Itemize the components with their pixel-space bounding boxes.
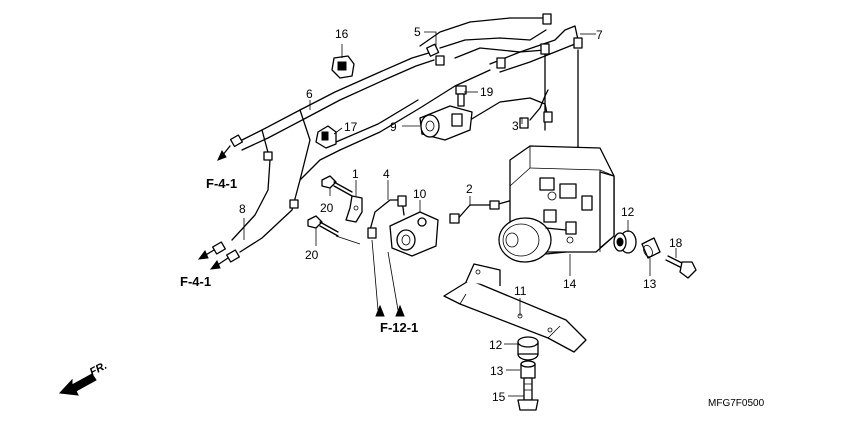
fitting-1: [229, 134, 243, 148]
brake-pipe-8b: [239, 109, 311, 253]
reference-f-4-1-lower: F-4-1: [180, 274, 211, 289]
three-way-joint-10: [389, 211, 439, 257]
collar-13-right: [641, 237, 661, 259]
callout-13-lower: 13: [490, 364, 504, 378]
fitting-16: [263, 151, 273, 161]
brake-pipe-mid: [339, 69, 491, 151]
fitting-7: [496, 57, 506, 69]
callout-11: 11: [514, 284, 527, 298]
three-way-joint-9: [419, 105, 473, 141]
callout-18: 18: [669, 236, 683, 250]
brake-pipe-mid-b: [335, 99, 419, 143]
front-arrow-icon: [58, 373, 97, 396]
callout-1: 1: [352, 167, 359, 181]
fitting-4: [542, 13, 552, 25]
bolt-19: [455, 85, 467, 107]
fitting-3: [435, 55, 445, 66]
fitting-12: [367, 227, 377, 239]
bolt-20-lower: [307, 215, 339, 237]
reference-labels: F-4-1 F-4-1 F-12-1: [180, 176, 418, 335]
front-direction-arrow: FR.: [58, 360, 109, 396]
callout-3: 3: [512, 119, 519, 133]
fitting-8: [519, 117, 529, 129]
bolt-15: [517, 377, 539, 411]
callout-9: 9: [390, 120, 397, 134]
fitting-9: [543, 111, 553, 123]
reference-arrows: [197, 145, 405, 317]
brake-pipe-7b: [499, 43, 576, 73]
callout-2: 2: [466, 182, 473, 196]
callout-4: 4: [383, 167, 390, 181]
pipe-fittings: [212, 13, 583, 263]
callout-12-right: 12: [621, 205, 635, 219]
grommet-12-lower: [517, 336, 539, 361]
callout-15: 15: [492, 390, 506, 404]
bolt-20-upper: [321, 175, 353, 197]
callout-8: 8: [239, 202, 246, 216]
diagram-code: MFG7F0500: [708, 398, 765, 409]
brake-pipe-3b: [529, 89, 549, 121]
front-label: FR.: [88, 360, 109, 379]
brake-pipe-8a: [231, 129, 271, 241]
grommet-12-right: [613, 230, 637, 254]
callout-13-right: 13: [643, 277, 657, 291]
callout-labels: 16 5 7 6 19 3 9 17 1 4 10 2 20 8 20 12 1…: [239, 25, 683, 404]
callout-12-lower: 12: [489, 338, 503, 352]
leader-lines: [243, 31, 677, 397]
reference-f-4-1-upper: F-4-1: [206, 176, 237, 191]
callout-16: 16: [335, 27, 349, 41]
fitting-10: [489, 200, 500, 210]
brake-pipe-2: [454, 197, 521, 223]
bolt-18: [665, 255, 697, 279]
callout-20-upper: 20: [320, 201, 334, 215]
callout-7: 7: [596, 28, 603, 42]
brake-pipe-group: [231, 17, 579, 253]
callout-17: 17: [344, 120, 358, 134]
brake-pipe-8c: [299, 149, 341, 181]
clamp-17: [315, 125, 337, 149]
brake-pipe-5b: [439, 29, 547, 49]
callout-6: 6: [306, 87, 313, 101]
fitting-5: [540, 43, 550, 55]
callout-14: 14: [563, 277, 577, 291]
callout-20-lower: 20: [305, 248, 319, 262]
clamp-16: [331, 55, 355, 79]
fitting-13: [397, 195, 407, 207]
brake-pipe-3: [469, 97, 549, 121]
fitting-11: [449, 213, 460, 224]
callout-10: 10: [413, 187, 427, 201]
fitting-17: [289, 199, 299, 209]
bracket-1: [345, 195, 363, 223]
reference-f-12-1: F-12-1: [380, 320, 418, 335]
callout-5: 5: [414, 25, 421, 39]
callout-19: 19: [480, 85, 494, 99]
brake-pipe-5c: [454, 47, 546, 59]
fitting-2: [426, 43, 440, 57]
fitting-15: [226, 249, 240, 263]
brake-pipe-6b: [241, 59, 435, 151]
collar-13-lower: [520, 360, 536, 379]
bracket-11: [443, 263, 587, 353]
abs-modulator-14: [498, 145, 615, 263]
fitting-6: [573, 37, 583, 49]
brake-pipe-7: [489, 25, 579, 65]
fitting-14: [212, 241, 226, 255]
brake-pipe-5a: [419, 17, 546, 47]
